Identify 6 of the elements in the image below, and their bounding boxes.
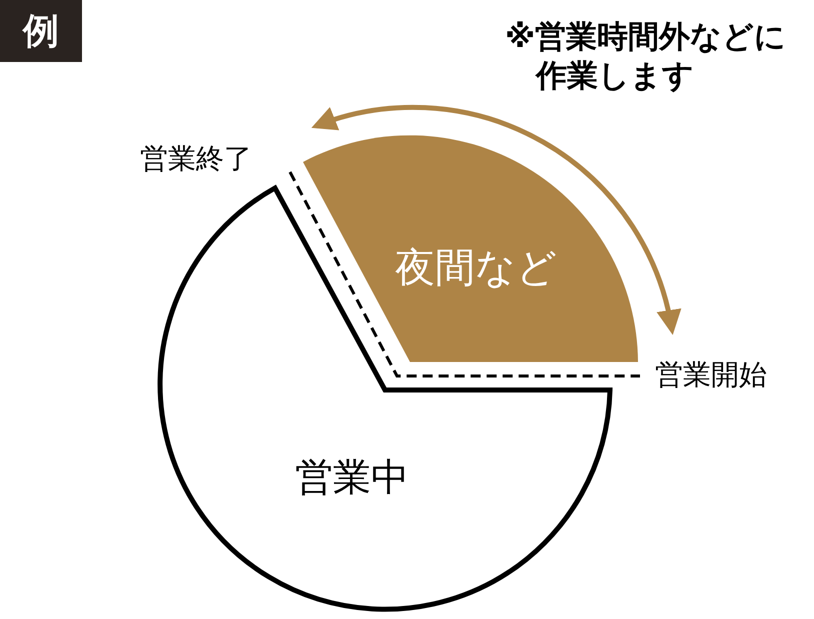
sector-label: 夜間など: [395, 244, 557, 293]
note-text: ※営業時間外などに作業します: [505, 18, 788, 96]
example-tag: 例: [0, 0, 82, 62]
sector-label: 営業中: [295, 454, 409, 501]
start-label: 営業開始: [655, 357, 767, 393]
end-label: 営業終了: [140, 141, 252, 177]
